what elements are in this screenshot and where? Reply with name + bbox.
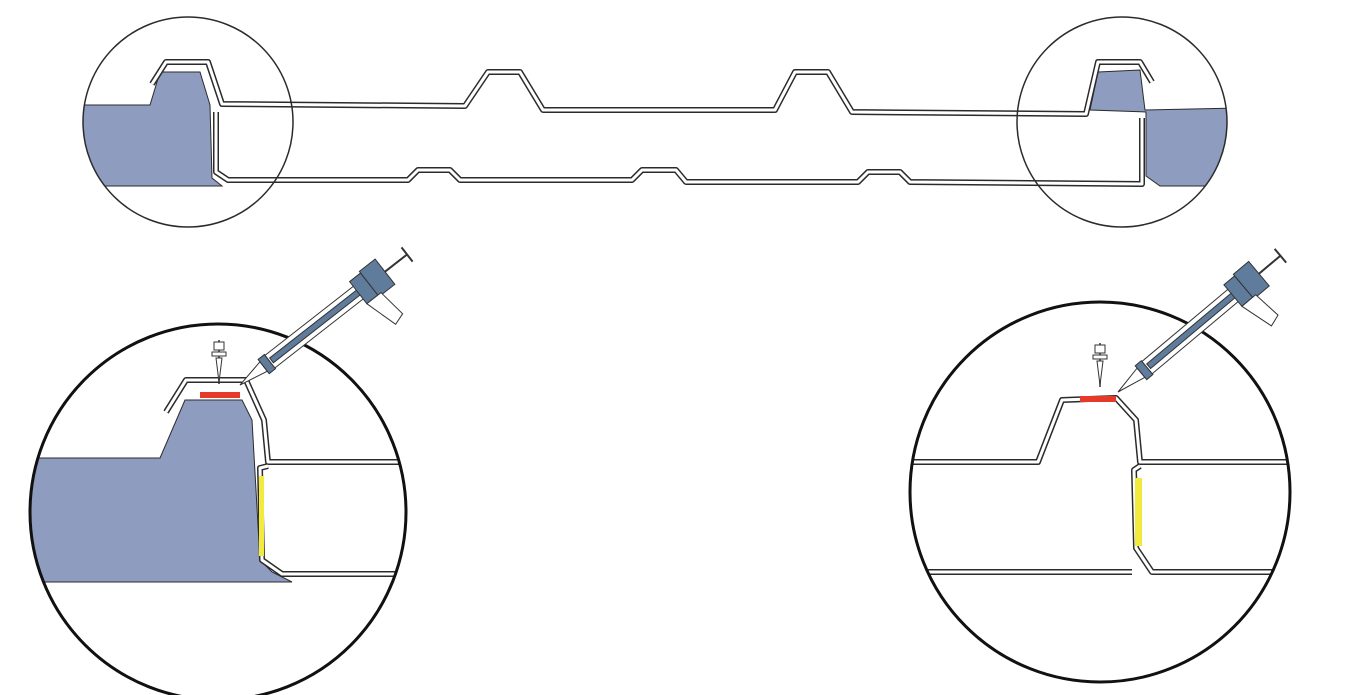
insulation-left <box>83 71 224 187</box>
diagram-shape <box>1092 354 1108 360</box>
diagram-shape <box>384 253 408 273</box>
diagram-shape <box>149 59 1155 117</box>
sealant-top-bead <box>200 392 240 398</box>
diagram-shape <box>910 396 1290 464</box>
diagram-shape <box>1094 344 1106 354</box>
diagram-shape <box>1273 248 1287 264</box>
screw-fastener-icon <box>211 340 227 384</box>
diagram-shape <box>1146 288 1241 370</box>
diagram-shape <box>400 246 414 263</box>
detail-left <box>28 246 414 695</box>
diagram-shape <box>214 112 1144 186</box>
diagram-shape <box>1132 464 1290 574</box>
diagram-shape <box>258 464 400 576</box>
sealant-top-bead <box>1080 396 1116 402</box>
diagram-shape <box>1232 260 1270 300</box>
diagram-shape <box>213 341 225 351</box>
diagram-shape <box>211 351 227 357</box>
sealant-joint-bead <box>259 476 264 556</box>
diagram-shape <box>1241 294 1279 327</box>
insulation-detail-left <box>30 399 293 583</box>
diagram-shape <box>150 60 1154 116</box>
detail-right <box>908 248 1292 684</box>
diagram-shape <box>1096 360 1104 386</box>
detail-circle-left-large <box>28 322 408 695</box>
detail-circle-right <box>1016 16 1228 228</box>
diagram-shape <box>164 378 400 464</box>
diagram-shape <box>1258 254 1282 275</box>
detail-circle-right-large <box>908 300 1292 684</box>
panel-top-skin <box>149 59 1155 117</box>
diagram-shape <box>365 291 404 326</box>
detail-circle-left <box>82 16 294 228</box>
screw-fastener-icon <box>1092 343 1108 387</box>
panel-bottom-liner <box>213 112 1145 187</box>
panel-overview <box>82 16 1228 228</box>
diagram-shape <box>30 377 400 583</box>
diagram-shape <box>910 395 1290 575</box>
sealant-gun-icon <box>239 246 414 386</box>
diagram-shape <box>910 395 1290 465</box>
diagram-shape <box>83 71 224 187</box>
diagram-shape <box>215 357 223 383</box>
insulation-right <box>1089 69 1227 187</box>
sealant-joint-bead <box>1135 478 1142 546</box>
diagram-shape <box>1131 463 1290 575</box>
sealant-gun-icon <box>1117 248 1287 393</box>
diagram-shape <box>257 463 400 577</box>
diagram-shape <box>1089 69 1227 187</box>
